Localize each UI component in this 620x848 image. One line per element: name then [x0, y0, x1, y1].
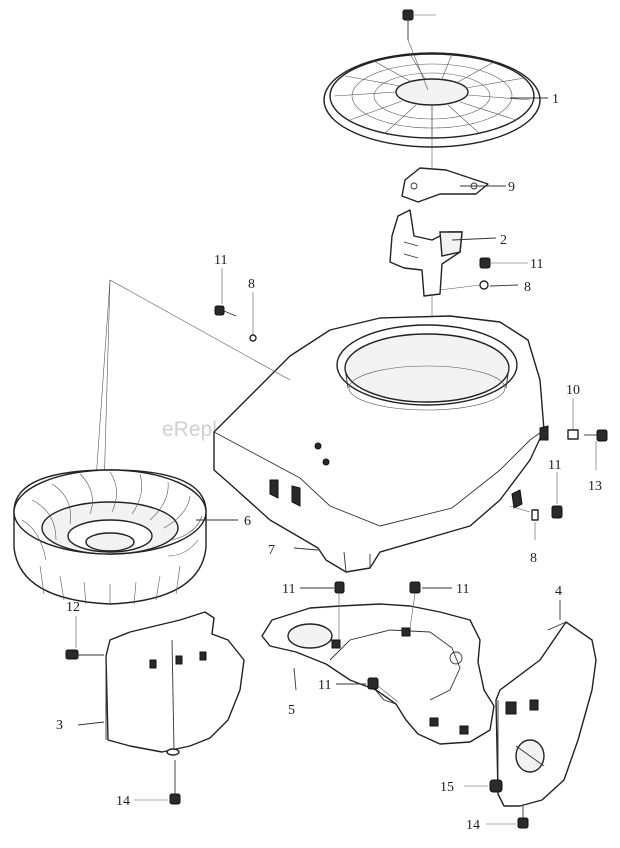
- callout-11: 11: [548, 458, 561, 473]
- bolt-fastener: [479, 257, 528, 269]
- bolt-fastener: [551, 472, 563, 519]
- callout-8: 8: [248, 277, 255, 292]
- screw-fastener: [584, 429, 608, 470]
- adapter-plate-part: [401, 106, 489, 203]
- flywheel-fan-part: [13, 469, 207, 605]
- washer-fastener: [439, 280, 489, 291]
- callout-1: 1: [552, 92, 559, 107]
- callout-11: 11: [530, 257, 543, 272]
- callout-11: 11: [318, 678, 331, 693]
- callout-7: 7: [268, 543, 275, 558]
- bracket-part: [389, 209, 463, 390]
- callout-13: 13: [588, 479, 602, 494]
- callout-9: 9: [508, 180, 515, 195]
- leader-lines: [77, 97, 561, 726]
- callout-15: 15: [440, 780, 454, 795]
- callout-3: 3: [56, 718, 63, 733]
- callout-8: 8: [530, 551, 537, 566]
- bolt-fastener: [367, 677, 399, 703]
- bolt-fastener: [134, 760, 181, 805]
- blower-housing-part: [213, 315, 549, 573]
- bolt-fastener: [65, 616, 104, 660]
- base-plate-part: [261, 603, 495, 745]
- callout-11: 11: [214, 253, 227, 268]
- lower-right-shroud-part: [495, 621, 597, 807]
- callout-6: 6: [244, 514, 251, 529]
- callout-11: 11: [282, 582, 295, 597]
- spacer-fastener: [567, 398, 579, 440]
- lower-left-shroud-part: [105, 611, 245, 756]
- callout-8: 8: [524, 280, 531, 295]
- bolt-fastener: [464, 779, 503, 793]
- washer-fastener: [509, 505, 539, 540]
- callout-4: 4: [555, 584, 562, 599]
- callout-11: 11: [456, 582, 469, 597]
- callout-10: 10: [566, 383, 580, 398]
- callout-2: 2: [500, 233, 507, 248]
- bolt-fastener: [214, 268, 237, 317]
- bolt-fastener: [409, 581, 421, 629]
- bolt-fastener: [334, 581, 345, 640]
- callout-14: 14: [116, 794, 130, 809]
- bolt-fastener: [486, 806, 529, 829]
- washer-fastener: [249, 292, 257, 342]
- rotating-screen-part: [323, 9, 541, 148]
- callout-5: 5: [288, 703, 295, 718]
- callout-labels: 1 9 2 11 8 11 8 10 13 11 8 6 7 11 11 4 1…: [56, 92, 602, 833]
- callout-12: 12: [66, 600, 80, 615]
- callout-14: 14: [466, 818, 480, 833]
